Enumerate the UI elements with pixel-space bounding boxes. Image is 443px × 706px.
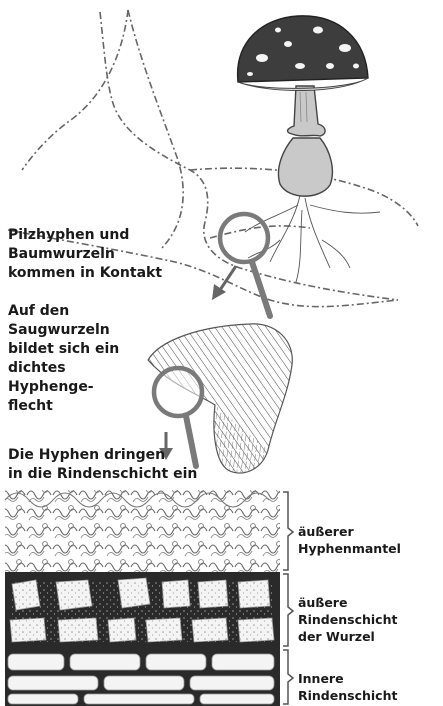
bracket-icon (283, 574, 293, 646)
label-mesh: Auf den Saugwurzeln bildet sich ein dich… (8, 302, 119, 416)
label-contact: Pilzhyphen und Baumwurzeln kommen in Kon… (8, 226, 162, 283)
outer-cortex-layer (5, 572, 280, 648)
inner-cortex-layer (5, 648, 280, 706)
outer-hyphal-mantle (5, 490, 280, 572)
label-outer-cortex: äußere Rindenschicht der Wurzel (298, 594, 443, 645)
label-penetrate: Die Hyphen dringen in die Rindenschicht … (8, 446, 197, 484)
fly-agaric-mushroom-icon (238, 16, 368, 196)
arrow-down-icon (212, 266, 236, 300)
bracket-icon (283, 492, 293, 570)
bracket-icon (283, 650, 293, 704)
label-outer-mantle: äußerer Hyphenmantel (298, 523, 443, 557)
label-inner-cortex: Innere Rindenschicht (298, 670, 443, 704)
fine-roots (245, 195, 380, 282)
